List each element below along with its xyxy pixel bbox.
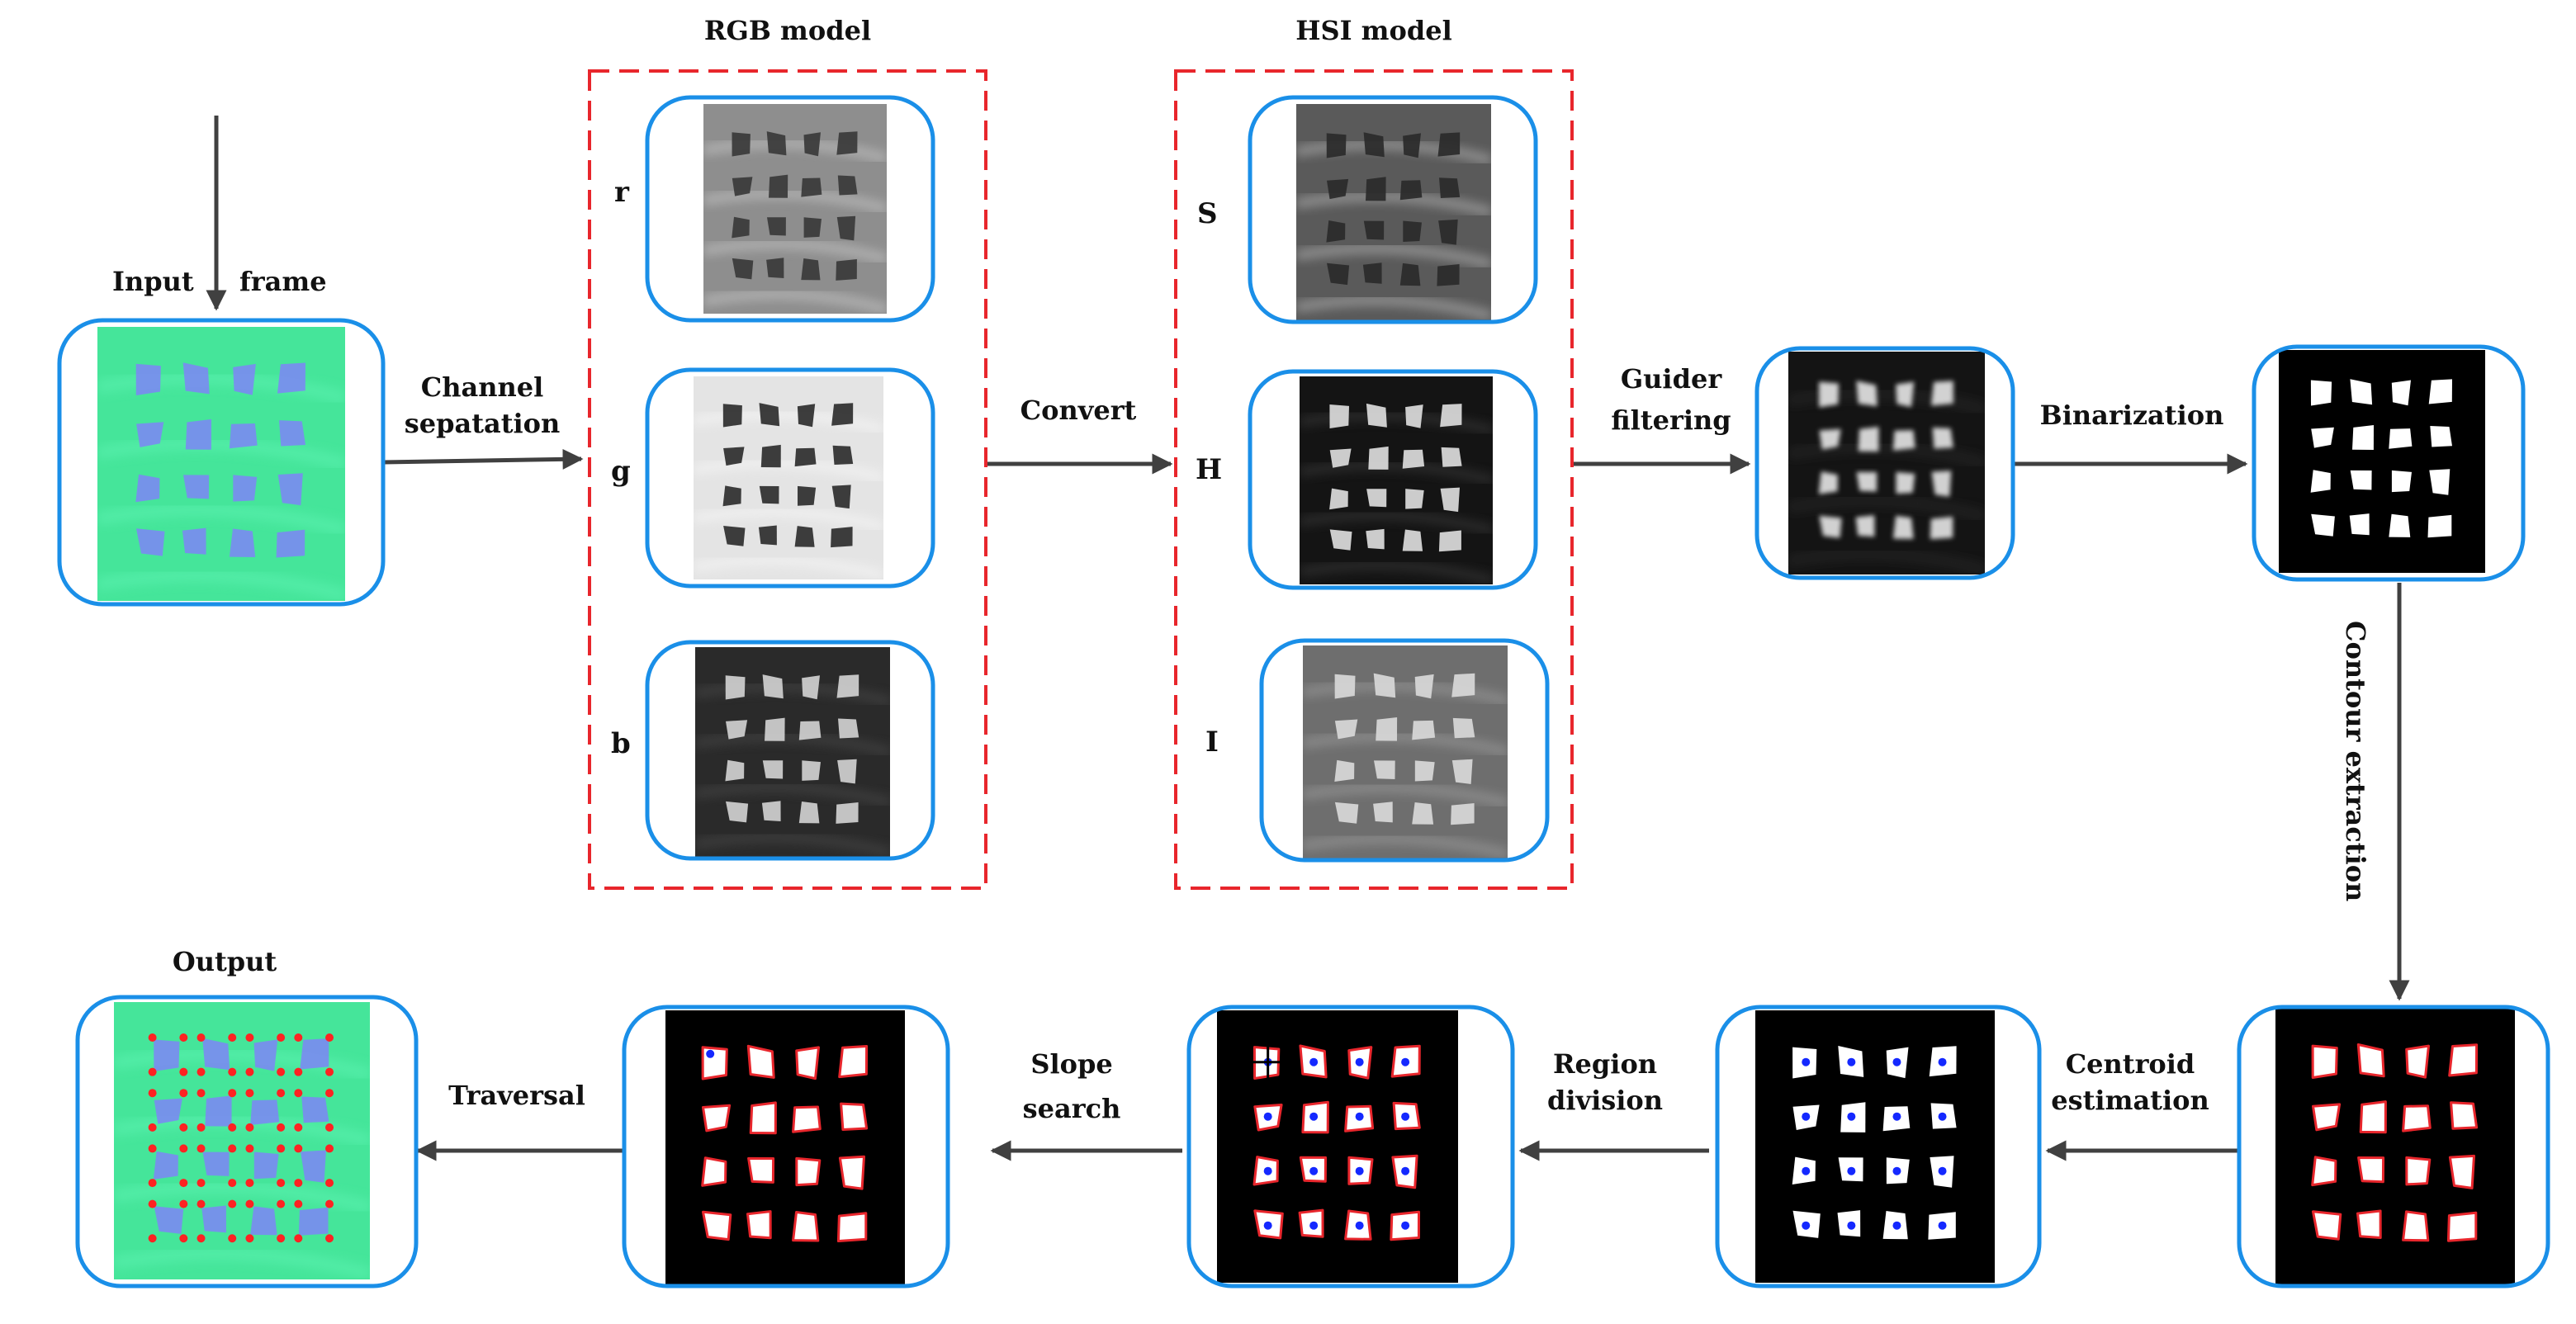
binarized-frame (2252, 344, 2526, 582)
traversal-label: Traversal (448, 1080, 585, 1111)
guided-filter-frame (1754, 346, 2015, 580)
centroid-frame-image (1755, 1010, 1995, 1283)
slope-search-label-2: search (1023, 1093, 1121, 1124)
centroid-estimation-label-2: estimation (2051, 1085, 2209, 1116)
h-channel-frame-image (1300, 376, 1493, 584)
binarization-label: Binarization (2040, 400, 2224, 431)
g-channel-frame-image (694, 376, 883, 579)
guider-filtering-label-2: filtering (1611, 404, 1731, 436)
frame-label: frame (239, 266, 327, 297)
slope-search-frame (622, 1005, 950, 1289)
input-label: Input (112, 266, 194, 297)
region-division-label-2: division (1547, 1085, 1663, 1116)
r-channel-frame (645, 95, 935, 323)
contour-extraction-label: Contour extraction (2340, 621, 2371, 901)
guider-filtering-label-1: Guider (1621, 363, 1722, 395)
input-frame-image (97, 327, 345, 601)
region-division-label-1: Region (1553, 1048, 1657, 1080)
channel-separation-label-2: sepatation (405, 408, 561, 439)
slope-search-label-1: Slope (1030, 1048, 1112, 1080)
channel-r-label: r (614, 176, 630, 209)
channel-separation-arrow (382, 448, 584, 470)
channel-b-label: b (611, 727, 631, 760)
slope-search-frame-image (665, 1010, 905, 1284)
output-label: Output (173, 946, 277, 977)
centroid-estimation-label-1: Centroid (2066, 1048, 2195, 1080)
channel-i-label: I (1205, 726, 1219, 759)
convert-label: Convert (1020, 395, 1137, 426)
g-channel-frame (645, 367, 935, 589)
b-channel-frame (645, 640, 935, 861)
channel-g-label: g (611, 455, 631, 488)
i-channel-frame (1259, 638, 1550, 863)
channel-separation-label-1: Channel (421, 371, 544, 403)
channel-s-label: S (1197, 197, 1218, 230)
channel-h-label: H (1196, 453, 1222, 486)
s-channel-frame-image (1296, 104, 1491, 320)
output-frame (75, 995, 419, 1289)
hsi-model-title: HSI model (1295, 15, 1452, 46)
s-channel-frame (1248, 95, 1538, 324)
b-channel-frame-image (695, 647, 890, 857)
rgb-model-title: RGB model (704, 15, 871, 46)
contour-frame-image (2275, 1009, 2515, 1284)
input-frame (57, 318, 386, 607)
rgb-model-group (588, 69, 987, 890)
i-channel-frame-image (1303, 645, 1508, 858)
h-channel-frame (1248, 369, 1538, 590)
region-division-frame (1186, 1005, 1515, 1289)
output-frame-image (114, 1002, 370, 1279)
centroid-frame (1715, 1005, 2042, 1289)
r-channel-frame-image (703, 104, 887, 314)
hsi-model-group (1174, 69, 1574, 890)
guided-filter-frame-image (1788, 352, 1985, 575)
contour-frame (2237, 1005, 2550, 1289)
binarized-frame-image (2279, 350, 2485, 573)
region-division-frame-image (1217, 1010, 1458, 1283)
